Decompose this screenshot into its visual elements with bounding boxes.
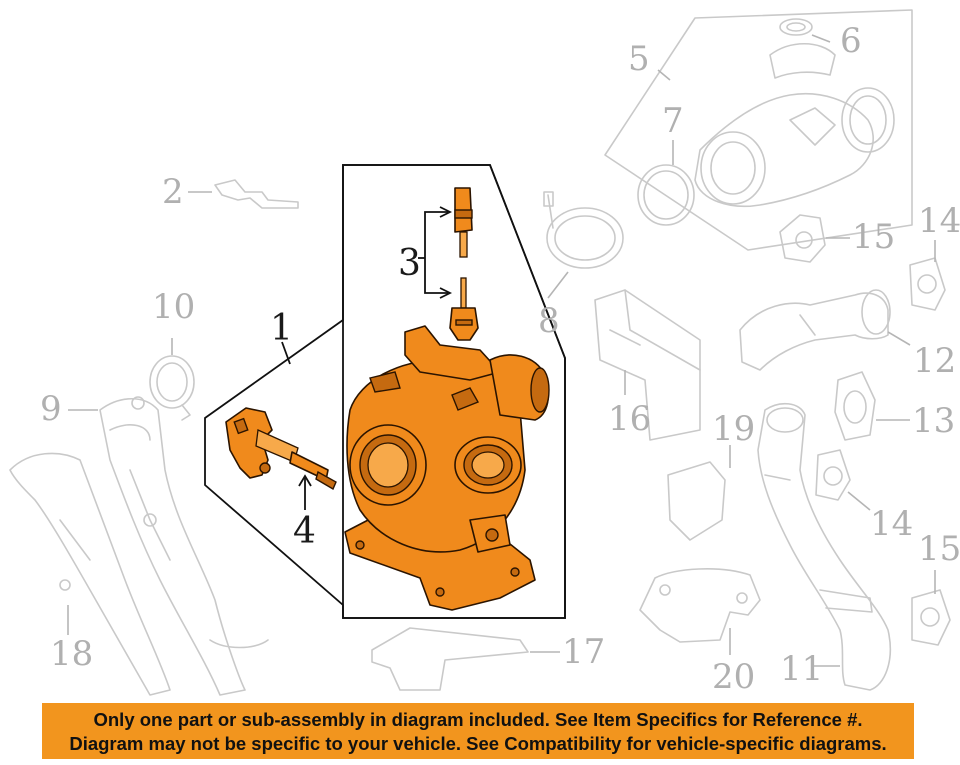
part-3-arrow-top xyxy=(439,206,453,218)
disclaimer-line-2: Diagram may not be specific to your vehi… xyxy=(69,733,887,754)
main-assembly-outline xyxy=(204,164,566,619)
callout-14-mid: 14 xyxy=(870,504,913,544)
part-14-gasket-mid xyxy=(815,449,851,501)
part-3-sensor xyxy=(449,187,479,341)
part-4-arrowhead xyxy=(298,474,312,487)
part-3-arrow-bottom xyxy=(439,287,453,299)
callout-7: 7 xyxy=(662,101,684,141)
callout-13: 13 xyxy=(912,401,955,441)
part-2-bracket xyxy=(214,179,299,209)
callout-8: 8 xyxy=(538,301,560,341)
callout-4: 4 xyxy=(293,511,316,552)
part-16-heat-shield xyxy=(594,289,701,441)
part-19-shield xyxy=(667,461,726,541)
callout-5: 5 xyxy=(628,39,650,79)
callout-3: 3 xyxy=(398,243,421,284)
callout-19: 19 xyxy=(712,409,755,449)
part-3-bracket xyxy=(424,211,448,294)
part-7-clamp-ring xyxy=(637,164,695,226)
callout-2: 2 xyxy=(162,172,184,212)
callout-10: 10 xyxy=(152,287,195,327)
ghost-leader-lines xyxy=(67,34,936,667)
callout-16: 16 xyxy=(608,399,651,439)
callout-11: 11 xyxy=(780,649,823,689)
callout-15-top: 15 xyxy=(852,217,895,257)
callout-18: 18 xyxy=(50,634,93,674)
part-17-bracket xyxy=(371,627,529,691)
callout-1: 1 xyxy=(270,308,293,349)
part-10-clamp xyxy=(149,355,195,421)
disclaimer-line-1: Only one part or sub-assembly in diagram… xyxy=(93,709,863,730)
part-1-turbocharger xyxy=(344,325,550,611)
part-5-intake-tube-group xyxy=(604,9,913,251)
part-13-gasket xyxy=(834,371,876,441)
part-18-heat-shield xyxy=(9,452,171,696)
callout-12: 12 xyxy=(913,341,956,381)
part-12-crossover-pipe xyxy=(739,289,891,371)
callout-9: 9 xyxy=(40,389,62,429)
callout-14-top: 14 xyxy=(918,201,960,241)
callout-20: 20 xyxy=(712,657,755,697)
part-4-sensor xyxy=(225,407,337,491)
part-15-gasket-bottom xyxy=(911,589,951,646)
part-11-down-pipe xyxy=(757,402,892,691)
part-15-gasket-top xyxy=(779,214,826,263)
part-20-bracket xyxy=(639,568,761,643)
part-9-up-pipe xyxy=(99,396,269,696)
part-8-vband-clamp xyxy=(543,191,624,269)
callout-15-bottom: 15 xyxy=(918,529,960,569)
part-1-leader xyxy=(281,341,291,365)
disclaimer-banner: Only one part or sub-assembly in diagram… xyxy=(42,703,914,759)
callout-17: 17 xyxy=(562,632,605,672)
part-6-gasket xyxy=(779,18,813,36)
callout-6: 6 xyxy=(840,21,862,61)
part-14-gasket-top xyxy=(909,257,946,311)
